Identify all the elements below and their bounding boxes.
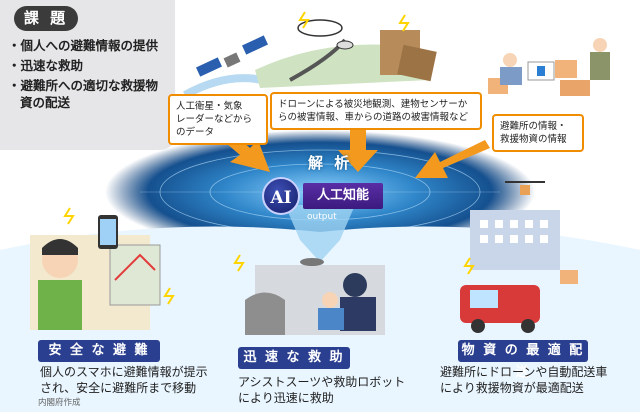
callout-drone: ドローンによる被災地観測、建物センサーか らの被害情報、車からの道路の被害情報な… (270, 92, 482, 130)
benefit-line: アシストスーツや救助ロボット (238, 375, 406, 389)
benefit-line: により迅速に救助 (238, 391, 334, 405)
benefit-text-rescue: アシストスーツや救助ロボット により迅速に救助 (238, 374, 438, 406)
benefit-line: 避難所にドローンや自動配送車 (440, 365, 608, 379)
benefit-line: により救援物資が最適配送 (440, 381, 584, 395)
benefit-line: され、安全に避難所まで移動 (40, 381, 197, 395)
benefit-title-delivery: 物 資 の 最 適 配 送 (458, 340, 588, 380)
callout-line: 救援物資の情報 (500, 134, 567, 145)
output-funnel (285, 205, 355, 240)
delivery-illustration (460, 181, 578, 333)
callout-line: らの被害情報、車からの道路の被害情報など (278, 112, 469, 123)
callout-line: ドローンによる被災地観測、建物センサーか (278, 99, 468, 110)
callout-line: 人工衛星・気象 (176, 101, 243, 112)
arrow-from-drone (338, 112, 378, 172)
benefit-line: 個人のスマホに避難情報が提示 (40, 365, 208, 379)
callout-shelter: 避難所の情報・ 救援物資の情報 (492, 114, 584, 152)
satellite-illustration (183, 35, 272, 99)
analysis-label: 解 析 (308, 154, 353, 172)
shelter-illustration (488, 38, 610, 96)
callout-satellite: 人工衛星・気象 レーダーなどから のデータ (168, 94, 268, 145)
source-label: 内閣府作成 (38, 398, 81, 408)
issue-item: 資の配送 (20, 95, 71, 110)
issue-item: ・避難所への適切な救援物 (8, 78, 159, 93)
callout-line: レーダーなどから (176, 114, 253, 125)
disaster-city-illustration (255, 11, 437, 88)
callout-line: のデータ (176, 127, 215, 138)
evacuation-illustration (30, 207, 175, 330)
benefit-text-delivery: 避難所にドローンや自動配送車 により救援物資が最適配送 (440, 364, 635, 396)
callout-line: 避難所の情報・ (500, 121, 567, 132)
ai-label: 人工知能 (303, 183, 383, 209)
rescue-illustration (233, 254, 385, 335)
benefit-text-evacuation: 個人のスマホに避難情報が提示 され、安全に避難所まで移動 (40, 364, 240, 396)
benefit-title-evacuation: 安 全 な 避 難 (38, 340, 160, 362)
benefit-title-rescue: 迅 速 な 救 助 (238, 347, 350, 369)
issue-item: ・個人への避難情報の提供 (8, 38, 159, 53)
ai-core: AI (262, 177, 300, 215)
output-label: output (307, 212, 337, 222)
issue-item: ・迅速な救助 (8, 58, 84, 73)
issues-badge: 課 題 (14, 6, 78, 31)
arrow-from-shelter (415, 140, 490, 178)
